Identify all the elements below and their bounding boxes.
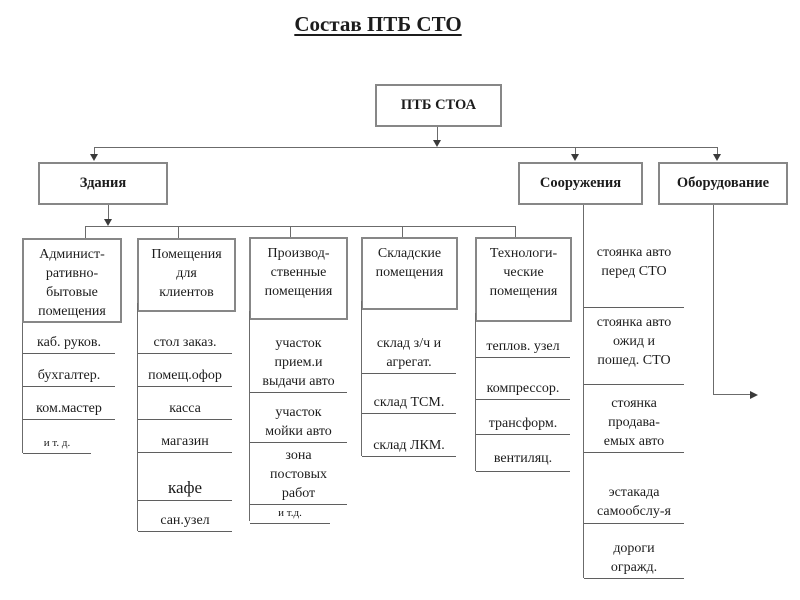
leaf-item: трансформ. xyxy=(476,414,570,435)
branch-box-structures: Сооружения xyxy=(518,162,643,205)
connector-line xyxy=(583,205,584,578)
connector-line xyxy=(402,226,403,238)
leaf-item: магазин xyxy=(138,432,232,453)
column-box-admin-household: Админист- ративно- бытовые помещения xyxy=(22,238,122,323)
leaf-item: стоянка продава- емых авто xyxy=(584,394,684,453)
leaf-item: теплов. узел xyxy=(476,337,570,358)
connector-line xyxy=(22,323,23,453)
column-box-production: Производ- ственные помещения xyxy=(249,237,348,320)
arrow-down-icon xyxy=(713,154,721,161)
connector-line xyxy=(475,313,476,471)
leaf-item: кафе xyxy=(138,477,232,501)
leaf-item: участок прием.и выдачи авто xyxy=(250,334,347,393)
leaf-item: склад ЛКМ. xyxy=(362,436,456,457)
connector-line xyxy=(108,205,109,220)
connector-line xyxy=(575,147,576,155)
connector-line xyxy=(85,226,86,238)
leaf-item: дороги огражд. xyxy=(584,539,684,579)
connector-line xyxy=(717,147,718,155)
leaf-item: участок мойки авто xyxy=(250,403,347,443)
leaf-item: ком.мастер xyxy=(23,399,115,420)
arrow-down-icon xyxy=(90,154,98,161)
connector-line xyxy=(713,394,751,395)
connector-line xyxy=(94,147,718,148)
root-box-ptb-stoa: ПТБ СТОА xyxy=(375,84,502,127)
leaf-item: стоянка авто перед СТО xyxy=(584,243,684,308)
leaf-item: касса xyxy=(138,399,232,420)
column-box-technological: Технологи- ческие помещения xyxy=(475,237,572,322)
connector-line xyxy=(713,205,714,394)
arrow-down-icon xyxy=(433,140,441,147)
leaf-item: и т. д. xyxy=(23,437,91,454)
connector-line xyxy=(361,301,362,456)
leaf-item: зона постовых работ xyxy=(250,446,347,505)
column-box-client-rooms: Помещения для клиентов xyxy=(137,238,236,312)
leaf-item: стол заказ. xyxy=(138,333,232,354)
branch-box-equipment: Оборудование xyxy=(658,162,788,205)
leaf-item: и т.д. xyxy=(250,507,330,524)
connector-line xyxy=(249,311,250,521)
connector-line xyxy=(178,226,179,238)
connector-line xyxy=(290,226,291,238)
leaf-item: бухгалтер. xyxy=(23,366,115,387)
leaf-item: каб. руков. xyxy=(23,333,115,354)
column-box-warehouse: Складские помещения xyxy=(361,237,458,310)
arrow-right-icon xyxy=(750,391,758,399)
leaf-item: склад з/ч и агрегат. xyxy=(362,334,456,374)
leaf-item: склад ТСМ. xyxy=(362,393,456,414)
leaf-item: эстакада самообслу-я xyxy=(584,483,684,524)
leaf-item: стоянка авто ожид и пошед. СТО xyxy=(584,313,684,385)
arrow-down-icon xyxy=(104,219,112,226)
leaf-item: помещ.офор xyxy=(138,366,232,387)
leaf-item: сан.узел xyxy=(138,511,232,532)
leaf-item: компрессор. xyxy=(476,379,570,400)
leaf-item: вентиляц. xyxy=(476,449,570,472)
connector-line xyxy=(85,226,516,227)
diagram-title: Состав ПТБ СТО xyxy=(294,12,462,36)
arrow-down-icon xyxy=(571,154,579,161)
connector-line xyxy=(94,147,95,155)
connector-line xyxy=(515,226,516,238)
branch-box-buildings: Здания xyxy=(38,162,168,205)
connector-line xyxy=(437,127,438,141)
connector-line xyxy=(137,303,138,531)
